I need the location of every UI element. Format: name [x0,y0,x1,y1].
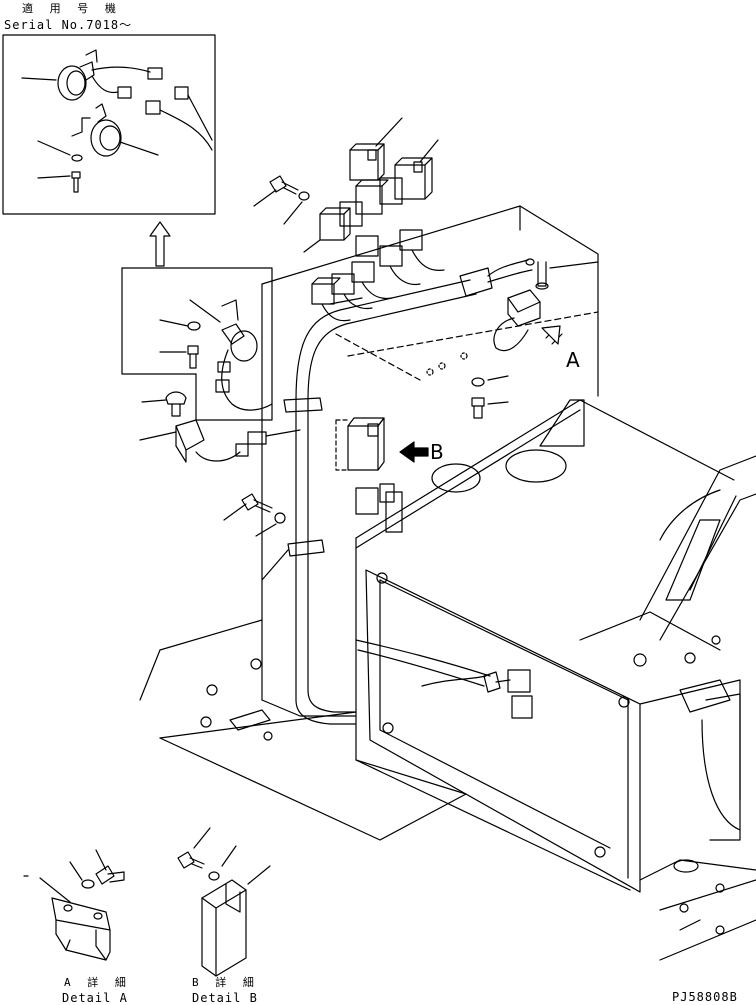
floor-base [140,620,466,840]
detail-a-drawing [24,850,124,960]
inset-horn-assembly [22,50,212,192]
flasher-unit-a [494,290,540,351]
frame-block [262,206,598,700]
applicable-serial-jp: 適 用 号 機 [22,2,121,15]
detail-b-jp: B 詳 細 [192,976,259,989]
drawing-code: PJ58808B [672,990,738,1004]
relay-cluster [304,118,444,321]
detail-a-jp: A 詳 細 [64,976,131,989]
switch-left [140,392,300,462]
detail-a-en: Detail A [62,991,128,1005]
lower-harness [356,640,532,718]
callout-a-label: A [566,348,580,372]
serial-number-label: Serial No.7018～ [4,18,133,32]
detail-b-en: Detail B [192,991,258,1005]
lower-a-bolt-washer [472,376,508,418]
callout-b-label: B [430,440,444,464]
mid-bolt-washer [224,494,288,580]
horn-callout-bracket [122,268,272,420]
cab-structure [356,400,756,960]
arrow-a-icon [542,326,562,344]
up-arrow-icon [150,222,170,266]
detail-b-drawing [178,828,270,976]
inset-frame [3,35,215,214]
arrow-b-icon [400,442,428,462]
relay-b [336,418,402,532]
upper-bolt-washer [254,176,309,224]
